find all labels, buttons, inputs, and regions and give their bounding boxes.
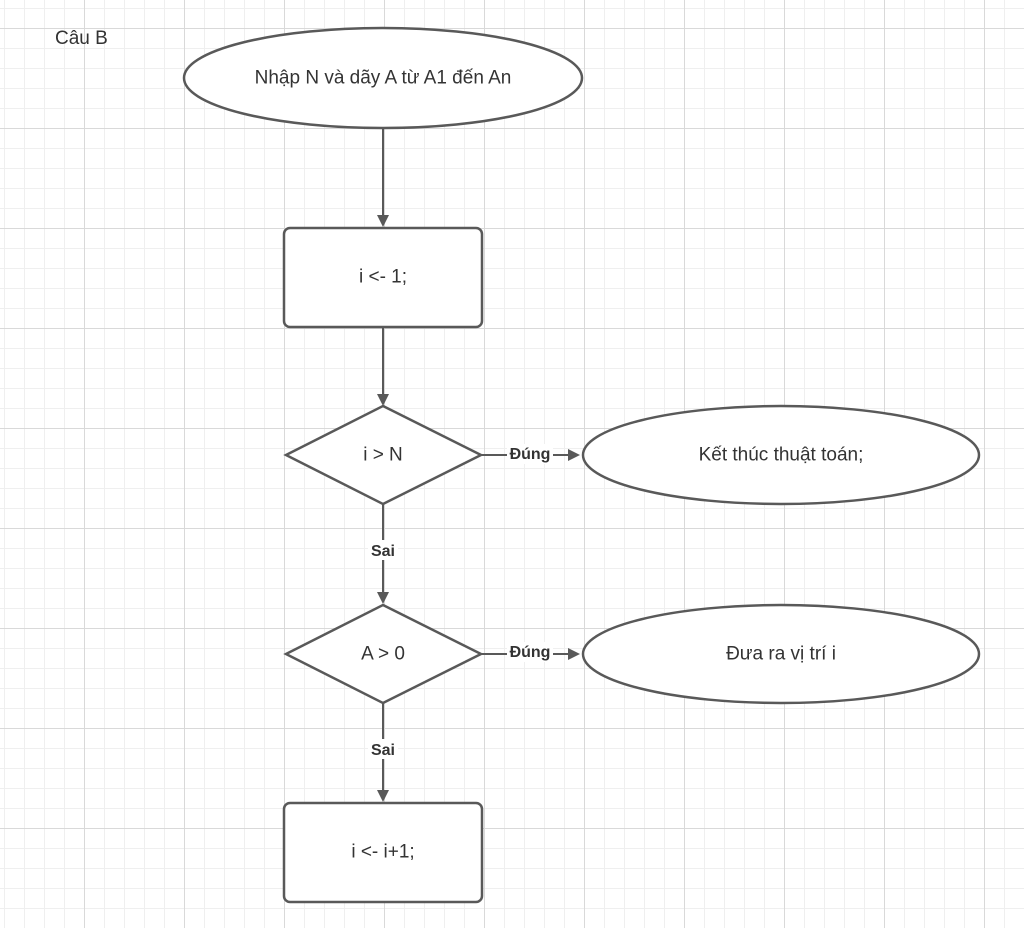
edge-label-cond2-false: Sai — [371, 742, 395, 759]
node-init-label: i <- 1; — [359, 267, 407, 288]
node-input: Nhập N và dãy A từ A1 đến An — [182, 26, 584, 130]
edge-label-cond1-false: Sai — [371, 543, 395, 560]
edge-label-cond2-true: Đúng — [510, 644, 551, 661]
node-cond2-label: A > 0 — [361, 644, 405, 665]
node-output: Đưa ra vị trí i — [581, 603, 981, 705]
label-bg-cond2-false — [368, 739, 398, 759]
node-increment-label: i <- i+1; — [351, 842, 414, 863]
edge-label-cond1-true: Đúng — [510, 446, 551, 463]
label-bg-cond1-false — [368, 540, 398, 560]
node-cond1-label: i > N — [363, 445, 403, 466]
label-bg-cond1-true — [507, 444, 553, 464]
node-end: Kết thúc thuật toán; — [581, 404, 981, 506]
node-increment: i <- i+1; — [282, 801, 484, 904]
diagram-caption: Câu B — [55, 28, 108, 49]
node-end-label: Kết thúc thuật toán; — [699, 445, 864, 466]
label-bg-cond2-true — [507, 642, 553, 662]
node-output-label: Đưa ra vị trí i — [726, 644, 836, 665]
node-cond1: i > N — [283, 404, 484, 506]
node-init: i <- 1; — [282, 226, 484, 329]
node-cond2: A > 0 — [283, 603, 484, 705]
node-input-label: Nhập N và dãy A từ A1 đến An — [255, 68, 512, 89]
